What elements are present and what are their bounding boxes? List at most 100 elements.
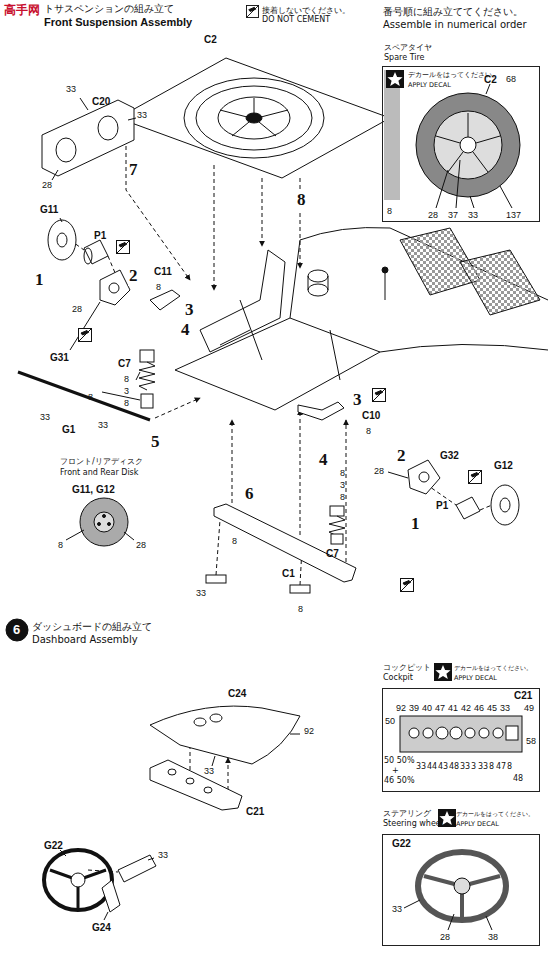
left-suspension-part bbox=[57, 233, 67, 247]
part-code: C7 bbox=[118, 358, 131, 369]
inset-box: スペアタイヤSpare Tireデカールをはってください。APPLY DECAL bbox=[382, 42, 542, 224]
right-suspension-part bbox=[419, 472, 429, 482]
heading-text: ダッシュボードの組み立て bbox=[32, 620, 152, 634]
part-code: C24 bbox=[228, 688, 246, 699]
part-code: C7 bbox=[326, 548, 339, 559]
callout-number: 3 bbox=[124, 386, 129, 396]
spare-tire-inset-part bbox=[434, 111, 502, 179]
callout-number: 8 bbox=[366, 426, 371, 436]
left-suspension-part bbox=[109, 283, 119, 293]
cross-member-part bbox=[214, 504, 356, 582]
step-number: 1 bbox=[34, 270, 45, 290]
cockpit-inset-part bbox=[479, 728, 489, 738]
right-suspension-part bbox=[491, 485, 519, 525]
spare-tire-inset-part bbox=[436, 84, 512, 208]
step-number: 3 bbox=[352, 390, 363, 410]
left-suspension-part bbox=[150, 290, 180, 310]
note-text: 50 50% bbox=[384, 756, 415, 765]
chassis-part bbox=[290, 228, 548, 319]
chassis-part bbox=[308, 270, 328, 282]
note-text: 33 bbox=[416, 762, 426, 771]
steering-wheel-part bbox=[102, 880, 120, 912]
cockpit-inset-part bbox=[506, 726, 518, 740]
spare-tire-tray-part bbox=[184, 78, 324, 158]
inset-heading: ステアリング bbox=[383, 808, 431, 819]
step-number: 3 bbox=[184, 300, 195, 320]
assembly-guide-part bbox=[300, 410, 301, 535]
cockpit-inset-part bbox=[450, 727, 462, 739]
chassis bbox=[175, 228, 548, 411]
callout-number: 8 bbox=[58, 540, 63, 550]
callout-number: 33 bbox=[196, 588, 206, 598]
chassis-part bbox=[460, 250, 540, 315]
part-code: G24 bbox=[92, 922, 111, 933]
assembly-guide-part bbox=[232, 420, 233, 503]
left-suspension-part bbox=[141, 394, 153, 408]
left-suspension-part bbox=[18, 372, 150, 420]
steering-inset bbox=[404, 852, 506, 930]
decal-star-icon bbox=[434, 663, 452, 681]
decal-star-icon bbox=[435, 665, 450, 679]
disk-inset-part bbox=[66, 530, 134, 540]
part-code: C11 bbox=[154, 266, 172, 277]
heading-text: トサスペンションの組み立て bbox=[44, 2, 174, 16]
steering-wheel-part bbox=[60, 850, 154, 920]
decal-star-icon bbox=[434, 663, 452, 681]
step-number: 6 bbox=[244, 484, 255, 504]
part-code: C20 bbox=[92, 96, 110, 107]
callout-number: 8 bbox=[340, 492, 345, 502]
dashboard-part bbox=[186, 778, 194, 784]
callout-number: 8 bbox=[124, 374, 129, 384]
part-code: G1 bbox=[62, 424, 75, 435]
inset-heading: Spare Tire bbox=[384, 53, 425, 62]
steering-inset-part bbox=[418, 852, 506, 920]
inset-heading: スペアタイヤ bbox=[384, 42, 432, 53]
part-code: P1 bbox=[94, 230, 106, 241]
callout-number: 8 bbox=[124, 398, 129, 408]
part-code: G11, G12 bbox=[72, 484, 115, 495]
part-code: C21 bbox=[246, 806, 264, 817]
heading-text: Front Suspension Assembly bbox=[44, 16, 192, 28]
assembly-guide-part bbox=[126, 146, 190, 280]
part-code: G31 bbox=[50, 352, 69, 363]
cross-member-part bbox=[206, 575, 226, 583]
spare-tire-tray bbox=[118, 58, 390, 178]
dashboard-part bbox=[210, 714, 222, 722]
part-code: G11 bbox=[40, 204, 58, 215]
disk-inset bbox=[66, 498, 134, 546]
step-number: 4 bbox=[318, 450, 329, 470]
callout-number: 8 bbox=[298, 604, 303, 614]
callout-number: 39 bbox=[409, 703, 419, 713]
cockpit-inset-part bbox=[409, 728, 419, 738]
callout-number: 46 bbox=[474, 703, 484, 713]
part-code: G32 bbox=[440, 450, 459, 461]
rear-panel-part bbox=[98, 116, 118, 140]
decal-note: APPLY DECAL bbox=[454, 674, 497, 682]
spare-tire-inset-part bbox=[460, 137, 476, 153]
step-number: 1 bbox=[410, 514, 421, 534]
heading-text: 番号順に組み立ててください。 bbox=[383, 5, 523, 19]
part-code: G22 bbox=[44, 840, 63, 851]
callout-number: 45 bbox=[487, 703, 497, 713]
callout-number: 33 bbox=[204, 766, 214, 776]
callout-number: 8 bbox=[387, 206, 392, 216]
callout-number: 33 bbox=[392, 904, 402, 914]
disk-inset-part bbox=[108, 523, 111, 526]
part-code: C10 bbox=[362, 410, 380, 421]
spare-tire-tray-part bbox=[196, 86, 312, 150]
note-text: 44 bbox=[427, 762, 437, 771]
left-suspension-part bbox=[84, 248, 92, 264]
cross-member bbox=[206, 504, 356, 593]
spare-tire-inset-part bbox=[384, 70, 400, 200]
callout-number: 50 bbox=[385, 716, 395, 726]
assembly-guide-part bbox=[228, 758, 229, 790]
spare-tire-inset-part bbox=[436, 113, 500, 172]
callout-number: 92 bbox=[304, 726, 314, 736]
callout-number: 41 bbox=[448, 703, 458, 713]
callout-number: 37 bbox=[448, 210, 458, 220]
callout-number: 47 bbox=[435, 703, 445, 713]
section-badge-part bbox=[6, 619, 28, 641]
chassis-part bbox=[200, 250, 285, 352]
spare-tire-tray-part bbox=[220, 98, 288, 136]
